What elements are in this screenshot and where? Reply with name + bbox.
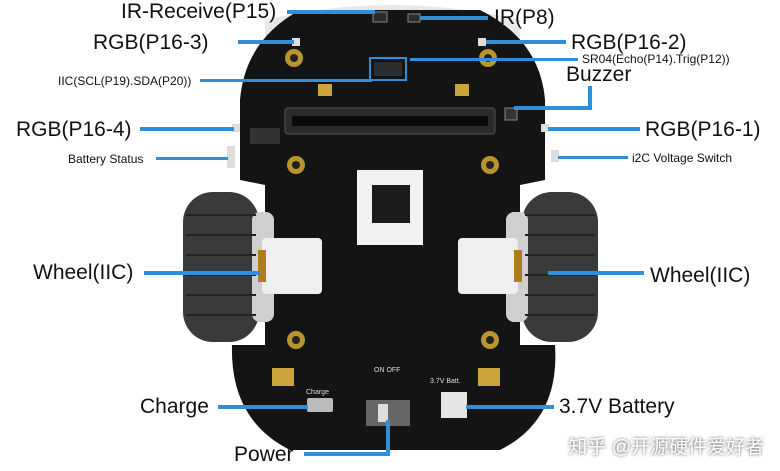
label-rgb-left-top: RGB(P16-3): [93, 31, 209, 54]
mounting-hole-center: [486, 161, 494, 169]
rgb-led: [232, 124, 240, 132]
watermark: 知乎 @开源硬件爱好者: [568, 437, 764, 458]
leader-power-v: [386, 420, 390, 456]
board-battery-text: 3.7V Batt.: [430, 378, 461, 385]
label-sr04: SR04(Echo(P14).Trig(P12)): [582, 52, 730, 66]
iic-connector: [374, 62, 402, 76]
pin-header: [478, 368, 500, 386]
leader-power-h: [304, 452, 390, 456]
left-motor-gear: [258, 250, 266, 282]
label-rgb-right-mid: RGB(P16-1): [645, 118, 761, 141]
left-motor: [262, 238, 322, 294]
leader-i2c-switch: [558, 156, 628, 159]
leader-iic: [200, 79, 372, 82]
label-iic: IIC(SCL(P19).SDA(P20)): [58, 74, 192, 88]
pin-header: [455, 84, 469, 96]
leader-sr04: [410, 58, 578, 61]
label-wheel-left: Wheel(IIC): [33, 261, 134, 284]
label-charge: Charge: [140, 395, 209, 418]
i2c-switch-component: [551, 150, 559, 162]
board-power-text: ON OFF: [374, 367, 400, 374]
mounting-hole-center: [292, 336, 300, 344]
leader-buzzer-v: [588, 86, 592, 110]
power-switch-knob: [378, 404, 388, 422]
left-wheel-tire: [183, 192, 259, 342]
label-ir-receive: IR-Receive(P15): [121, 0, 277, 23]
label-buzzer: Buzzer: [566, 63, 632, 86]
label-battery: 3.7V Battery: [559, 395, 675, 418]
label-battery-status: Battery Status: [68, 152, 144, 166]
iic-connector-outline: [369, 57, 407, 81]
leader-rgb-right-top: [486, 40, 566, 44]
leader-rgb-left-top: [238, 40, 294, 44]
right-motor-gear: [514, 250, 522, 282]
label-power: Power: [234, 443, 294, 466]
leader-ir: [420, 16, 488, 20]
leader-rgb-left-mid: [140, 127, 234, 131]
mounting-hole-center: [292, 161, 300, 169]
charge-port: [307, 398, 333, 412]
right-tire-treads: [525, 214, 595, 316]
ir-receiver-sensor: [372, 11, 388, 23]
board-charge-text: Charge: [306, 389, 329, 396]
pin-header: [318, 84, 332, 96]
mounting-hole-center: [290, 54, 298, 62]
battery-connector: [441, 392, 467, 418]
leader-battery: [466, 405, 554, 409]
rgb-led: [478, 38, 486, 46]
leader-wheel-left: [144, 271, 260, 275]
label-rgb-right-top: RGB(P16-2): [571, 31, 687, 54]
right-wheel-tire: [522, 192, 598, 342]
mounting-hole-center: [486, 336, 494, 344]
buzzer-component: [504, 107, 518, 121]
leader-buzzer-h: [514, 106, 592, 110]
label-wheel-right: Wheel(IIC): [650, 264, 751, 287]
edge-connector-pins: [292, 116, 488, 126]
leader-battery-status: [156, 157, 228, 160]
battery-status-leds: [227, 146, 235, 168]
right-motor: [458, 238, 518, 294]
label-i2c-switch: i2C Voltage Switch: [632, 151, 733, 165]
label-rgb-left-mid: RGB(P16-4): [16, 118, 132, 141]
rgb-led: [541, 124, 549, 132]
ic-component: [250, 128, 280, 144]
center-chip: [372, 185, 410, 223]
left-tire-treads: [186, 214, 256, 316]
leader-wheel-right: [548, 271, 644, 275]
leader-rgb-right-mid: [548, 127, 640, 131]
label-ir: IR(P8): [494, 6, 555, 29]
rgb-led: [292, 38, 300, 46]
pin-header: [272, 368, 294, 386]
ir-sensor: [407, 13, 421, 23]
leader-ir-receive: [287, 10, 375, 14]
leader-charge: [218, 405, 308, 409]
